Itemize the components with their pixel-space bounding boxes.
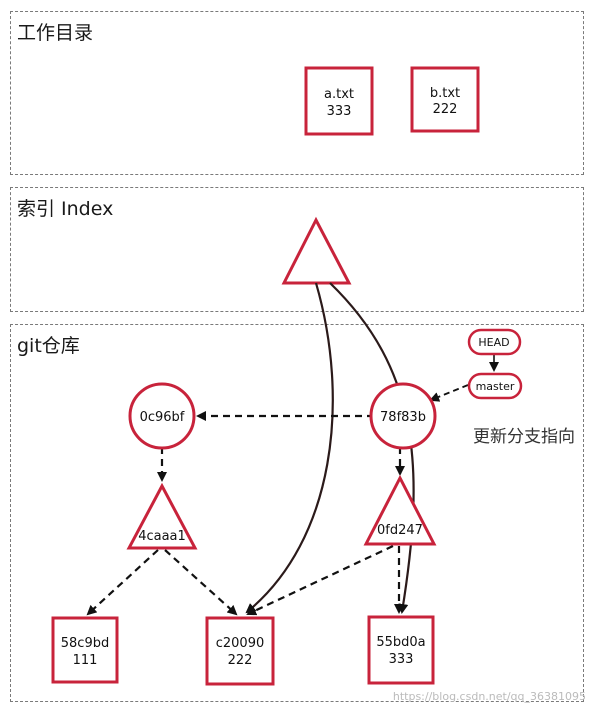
edge-4caaa1-to-58c9bd (86, 549, 159, 616)
commit-78f83b: 78f83b (369, 382, 437, 450)
file-a-txt: a.txt 333 (304, 66, 374, 136)
blob-55bd0a: 55bd0a 333 (367, 615, 435, 685)
blob-c20090: c20090 222 (205, 616, 275, 686)
working-directory-section: 工作目录 (10, 11, 584, 175)
edge-4caaa1-to-c20090 (164, 549, 238, 616)
repository-section: git仓库 (10, 324, 584, 702)
index-section: 索引 Index (10, 187, 584, 312)
commit-0c96bf: 0c96bf (128, 382, 196, 450)
watermark-url: https://blog.csdn.net/qq_36381095 (393, 690, 586, 703)
file-a-value: 333 (327, 104, 352, 119)
file-b-name: b.txt (430, 86, 460, 101)
blob-c20090-name: c20090 (216, 636, 265, 651)
head-ref: HEAD (467, 328, 522, 356)
master-branch-ref: master (467, 372, 523, 400)
blob-55bd0a-value: 333 (389, 652, 414, 667)
tree-0fd247: 0fd247 (363, 474, 437, 546)
file-b-txt: b.txt 222 (410, 66, 480, 133)
blob-58c9bd-name: 58c9bd (61, 636, 109, 651)
edge-master-to-78f83b (429, 384, 469, 402)
file-b-value: 222 (433, 102, 458, 117)
blob-55bd0a-name: 55bd0a (376, 635, 425, 650)
commit-0c96bf-label: 0c96bf (140, 410, 185, 425)
blob-58c9bd-value: 111 (73, 653, 98, 668)
edge-0fd247-to-c20090 (246, 545, 394, 616)
edge-index-to-c20090 (245, 282, 334, 614)
blob-c20090-value: 222 (228, 653, 253, 668)
commit-78f83b-label: 78f83b (380, 410, 426, 425)
update-branch-note: 更新分支指向 (473, 427, 575, 447)
tree-4caaa1: 4caaa1 (126, 482, 198, 550)
tree-4caaa1-label: 4caaa1 (138, 529, 186, 544)
index-title: 索引 Index (17, 198, 114, 220)
blob-58c9bd: 58c9bd 111 (51, 616, 119, 684)
repository-title: git仓库 (17, 335, 80, 357)
tree-0fd247-label: 0fd247 (377, 523, 423, 538)
head-label: HEAD (478, 336, 509, 349)
index-tree-triangle (281, 216, 352, 285)
master-label: master (476, 380, 515, 393)
working-directory-title: 工作目录 (17, 22, 94, 44)
file-a-name: a.txt (324, 87, 354, 102)
